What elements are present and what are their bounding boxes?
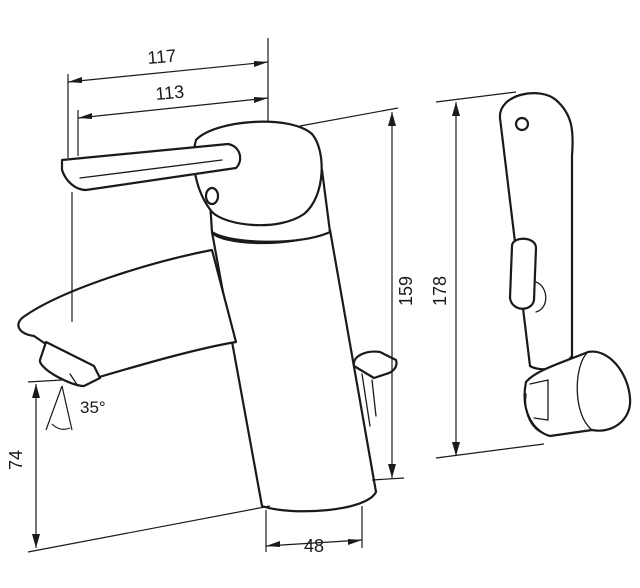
lever-handle (60, 142, 242, 192)
shower-trigger (508, 237, 538, 310)
dim-label-angle: 35° (80, 398, 106, 417)
spout-outlet (38, 340, 102, 388)
dimension-lines (27, 38, 545, 553)
faucet-body (210, 228, 378, 513)
dim-label-113: 113 (155, 82, 185, 104)
drain-rod (352, 350, 398, 380)
dim-label-178: 178 (430, 276, 450, 306)
handle-cap (192, 120, 323, 227)
hand-shower (498, 92, 632, 438)
faucet-spout (17, 248, 238, 380)
dim-label-159: 159 (396, 276, 416, 306)
faucet (17, 120, 398, 513)
shower-body (498, 92, 574, 371)
dimension-labels: 117 113 159 178 74 48 35° (6, 46, 450, 556)
dim-label-117: 117 (147, 46, 177, 68)
dim-label-74: 74 (6, 450, 26, 470)
dim-label-48: 48 (304, 536, 324, 556)
temperature-indicator-icon (204, 186, 220, 206)
shower-head-icon (514, 116, 530, 132)
